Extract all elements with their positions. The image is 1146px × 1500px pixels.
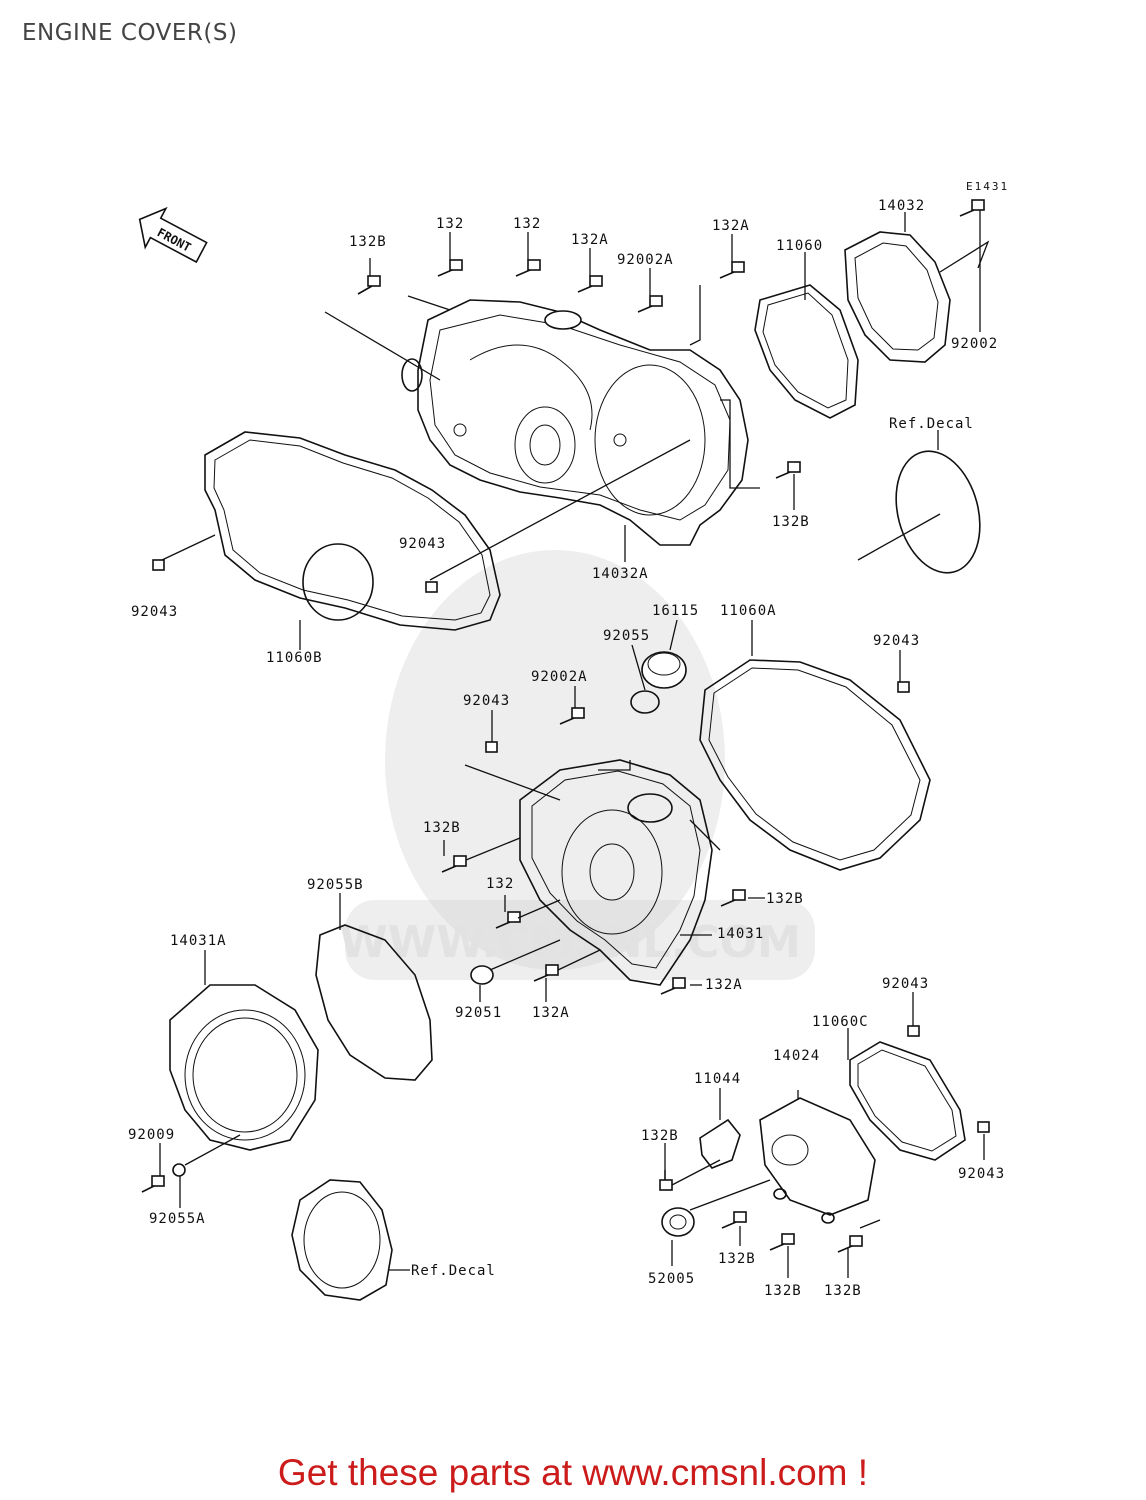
bolt-132A-top-part: [577, 275, 603, 293]
bolt-132B-b1-part: [721, 1211, 747, 1229]
gasket-92055B-part: [315, 924, 433, 1081]
label-132A-2: 132A: [712, 218, 750, 234]
bolt-132B-right-part: [775, 461, 801, 479]
gasket-11060C-part: [849, 1041, 966, 1161]
label-14024: 14024: [773, 1048, 820, 1064]
bolt-132A-mid-part: [660, 977, 686, 995]
gasket-11060B-part: [204, 431, 501, 631]
label-92043-a: 92043: [399, 536, 446, 552]
watermark-text: WWW.CMSNL.COM: [339, 917, 801, 968]
label-132-2: 132: [513, 216, 541, 232]
label-92043-left: 92043: [131, 604, 178, 620]
label-14032: 14032: [878, 198, 925, 214]
label-14031A: 14031A: [170, 933, 227, 949]
label-11060B: 11060B: [266, 650, 323, 666]
bolt-92002-part: [959, 199, 985, 217]
label-132A-top: 132A: [571, 232, 609, 248]
label-132B-mid: 132B: [423, 820, 461, 836]
part-labels: 14032 11060 132A 132 132 132A 92002A 132…: [128, 198, 1005, 1299]
decal-ref-top-part: [895, 450, 981, 574]
label-132B-b1: 132B: [718, 1251, 756, 1267]
label-92043-right: 92043: [873, 633, 920, 649]
label-refdecal-bottom: Ref.Decal: [411, 1263, 496, 1279]
cover-14031A-part: [169, 984, 319, 1151]
bolt-92002A-mid-part: [559, 707, 585, 725]
leader-lines: [159, 210, 990, 1278]
front-arrow-icon: FRONT: [138, 206, 208, 264]
bolt-132-2-part: [515, 259, 541, 277]
bolt-132A-2-part: [719, 261, 745, 279]
bolt-132B-top-part: [357, 275, 381, 295]
page-title: ENGINE COVER(S): [22, 20, 238, 46]
bolt-132B-mid2-part: [720, 889, 746, 907]
dowel-92043-mid-part: [485, 741, 498, 753]
label-92002: 92002: [951, 336, 998, 352]
label-132B-low: 132B: [641, 1128, 679, 1144]
dowel-92043-right-part: [897, 681, 910, 693]
label-92051: 92051: [455, 1005, 502, 1021]
oring-92055-part: [630, 690, 660, 714]
label-92009: 92009: [128, 1127, 175, 1143]
cover-14032-part: [844, 231, 951, 363]
bolt-132B-b2-part: [769, 1233, 795, 1251]
label-92055: 92055: [603, 628, 650, 644]
label-132A-mid2: 132A: [532, 1005, 570, 1021]
bolt-92009-part: [141, 1175, 165, 1193]
gasket-11060A-part: [699, 659, 931, 871]
bolt-132B-b3-part: [837, 1235, 863, 1253]
promo-banner-link[interactable]: Get these parts at www.cmsnl.com !: [277, 1452, 869, 1493]
label-132B-right: 132B: [772, 514, 810, 530]
oring-92055A-part: [172, 1163, 186, 1177]
label-11060: 11060: [776, 238, 823, 254]
bolt-132B-mid-part: [441, 855, 467, 873]
label-11060A: 11060A: [720, 603, 777, 619]
washer-part: [773, 1188, 787, 1200]
label-132-1: 132: [436, 216, 464, 232]
seal-52005-part: [661, 1207, 695, 1237]
label-52005: 52005: [648, 1271, 695, 1287]
label-11044: 11044: [694, 1071, 741, 1087]
bolt-132-1-part: [437, 259, 463, 277]
label-132B-b2: 132B: [764, 1283, 802, 1299]
washer-2-part: [821, 1212, 835, 1224]
label-14032A: 14032A: [592, 566, 649, 582]
decal-ref-bottom-part: [291, 1179, 393, 1301]
label-132B-top: 132B: [349, 234, 387, 250]
bolt-92002A-top-part: [637, 295, 663, 313]
label-92055B: 92055B: [307, 877, 364, 893]
dowel-92043-left-part: [152, 559, 165, 571]
label-92002A-mid: 92002A: [531, 669, 588, 685]
label-132B-mid2: 132B: [766, 891, 804, 907]
label-92002A-top: 92002A: [617, 252, 674, 268]
diagram-code: E1431: [966, 180, 1009, 193]
label-132-mid: 132: [486, 876, 514, 892]
label-14031: 14031: [717, 926, 764, 942]
label-132A-mid: 132A: [705, 977, 743, 993]
label-11060C: 11060C: [812, 1014, 869, 1030]
label-refdecal-top: Ref.Decal: [889, 416, 974, 432]
label-92043-lowright: 92043: [958, 1166, 1005, 1182]
cover-14024-part: [759, 1097, 876, 1216]
bolt-132B-low-part: [659, 1170, 673, 1191]
bracket-11044-part: [699, 1118, 741, 1169]
filler-cap-16115-part: [641, 651, 687, 689]
label-92043-low: 92043: [882, 976, 929, 992]
label-92043-mid: 92043: [463, 693, 510, 709]
label-16115: 16115: [652, 603, 699, 619]
dowel-92043-lowright-part: [977, 1121, 990, 1133]
seal-92051-part: [470, 965, 494, 985]
cover-14031-part: [519, 759, 713, 986]
label-92055A: 92055A: [149, 1211, 206, 1227]
cover-14032A-part: [401, 299, 749, 546]
dowel-92043-low-part: [907, 1025, 920, 1037]
gasket-11060-part: [754, 284, 859, 419]
dowel-92043-a-part: [425, 581, 438, 593]
label-132B-b3: 132B: [824, 1283, 862, 1299]
